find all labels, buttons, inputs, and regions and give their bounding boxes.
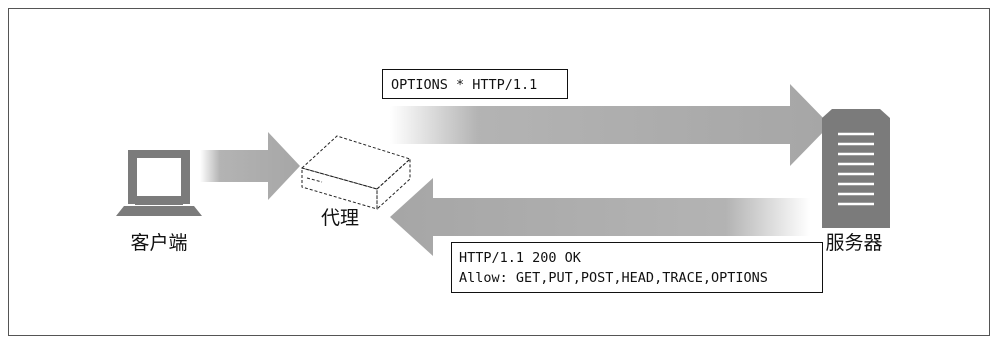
proxy-box-icon (300, 135, 411, 211)
response-arrow (390, 178, 810, 256)
response-label-box: HTTP/1.1 200 OK Allow: GET,PUT,POST,HEAD… (451, 242, 823, 293)
server-label: 服务器 (825, 232, 882, 254)
computer-icon (116, 150, 202, 216)
proxy-label: 代理 (321, 207, 359, 229)
client-label: 客户端 (130, 232, 187, 254)
diagram-border (8, 8, 990, 336)
response-status-text: HTTP/1.1 200 OK (459, 250, 582, 266)
request-arrow (390, 84, 830, 166)
server-icon (822, 109, 890, 228)
request-label-box: OPTIONS * HTTP/1.1 (382, 69, 568, 99)
request-line-text: OPTIONS * HTTP/1.1 (391, 77, 537, 93)
response-allow-text: Allow: GET,PUT,POST,HEAD,TRACE,OPTIONS (459, 270, 768, 286)
client-to-proxy-arrow (200, 132, 300, 200)
